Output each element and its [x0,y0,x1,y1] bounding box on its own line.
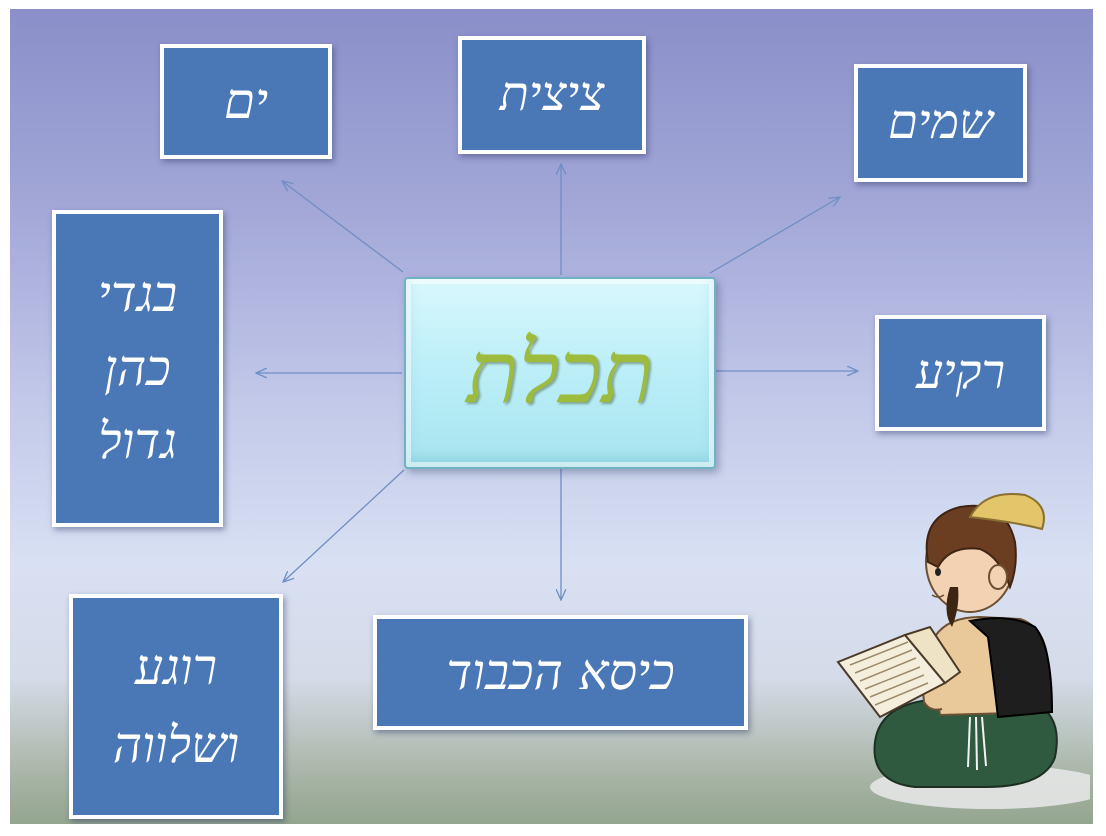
node-bigdei-kohen-gadol: בגדי כהן גדול [52,210,223,527]
node-yam: ים [160,44,332,159]
arrow-to-roga [283,469,405,582]
boy-reading-book-icon [836,493,1090,809]
diagram-slide: ים ציצית שמים בגדי כהן גדול רקיע תכלת כי… [10,9,1093,824]
node-roga-veshalva: רוגע ושלווה [69,594,283,819]
node-roga-line2: ושלווה [112,715,240,774]
node-yam-label: ים [223,71,269,130]
node-shamayim: שמים [854,64,1027,182]
node-kise-label: כיסא הכבוד [446,642,675,701]
arrow-to-shamayim [709,197,840,274]
center-node-label: תכלת [466,323,654,423]
node-bigdei-line2: כהן [104,338,171,397]
node-kise-hakavod: כיסא הכבוד [373,615,748,730]
node-bigdei-line1: בגדי [97,265,178,324]
node-rakia: רקיע [875,315,1046,431]
arrow-to-yam [282,181,404,273]
center-node-tchelet: תכלת [404,277,716,469]
node-tzitzit: ציצית [458,36,646,154]
node-tzitzit-label: ציצית [499,66,605,123]
node-bigdei-line3: גדול [98,412,177,471]
node-roga-line1: רוגע [134,638,218,696]
connector-arrows [10,9,1093,824]
node-shamayim-label: שמים [888,94,993,151]
node-rakia-label: רקיע [916,344,1006,401]
